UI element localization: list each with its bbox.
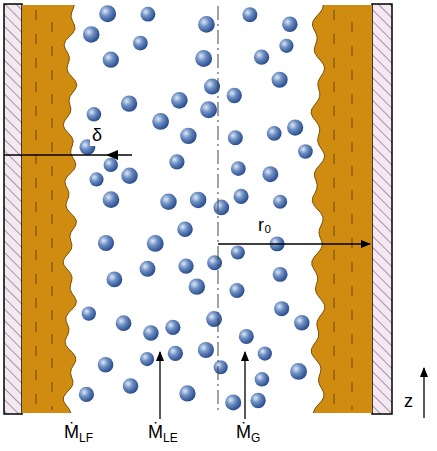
droplet [231,245,245,259]
droplet [178,258,193,273]
droplet [123,378,139,394]
droplet [79,387,94,402]
droplet [273,195,287,209]
film-streak [36,10,37,410]
droplet [229,283,244,298]
radius-label: r₀ [256,216,273,236]
droplet [206,311,222,327]
right-wall [372,4,392,414]
droplet [207,255,222,270]
droplet [143,325,159,341]
droplet [258,346,272,360]
droplet [98,357,114,373]
gas-flow-label: ṀG [234,423,262,443]
centerline [218,6,219,412]
droplet [195,50,212,67]
droplet [141,7,156,22]
droplet [227,88,242,103]
film-thickness-label: δ [90,126,104,146]
droplet [121,95,137,111]
right-film [311,5,372,413]
droplet [213,200,229,216]
radius-dimension-line [218,243,370,244]
droplet [147,235,164,252]
droplet [89,172,103,186]
droplet [189,278,205,294]
droplet [179,385,195,401]
film-streak [52,22,53,410]
droplet [200,101,217,118]
droplet [254,50,269,65]
droplet [99,5,116,22]
gas-flow-arrow [244,352,245,419]
entrained-droplets [79,5,313,410]
droplet [242,7,257,22]
liquid-film [22,5,372,413]
droplet [171,92,188,109]
droplet [103,52,119,68]
droplet [198,16,215,33]
droplet [228,130,243,145]
left-wall [4,4,22,414]
droplet [152,113,169,130]
droplet [180,128,196,144]
right-interface [311,5,325,413]
droplet [239,329,254,344]
left-interface [63,5,77,413]
droplet [160,194,176,210]
droplet [282,17,298,33]
droplet [83,26,100,43]
droplet [287,120,303,136]
droplet [107,272,123,288]
droplet [231,161,246,176]
delta-arrowhead [106,150,118,160]
droplet [294,315,309,330]
droplet [177,221,193,237]
film-streak [334,10,335,410]
film-streak [352,22,353,410]
droplet [104,158,118,172]
film-flow-label: ṀLF [62,423,95,443]
droplet [267,126,282,141]
droplet [214,360,228,374]
droplet [272,72,288,88]
axis-arrow [423,368,424,418]
droplet [133,36,148,51]
droplet [169,154,184,169]
droplet [121,168,137,184]
droplet [279,39,293,53]
droplet [98,235,114,251]
axis-label: z [402,392,415,412]
droplet [255,372,270,387]
entrained-flow-arrow [159,352,160,419]
left-film [22,5,77,413]
droplet [87,107,101,121]
droplet [298,144,313,159]
droplet [233,189,248,204]
droplet [82,306,96,320]
droplet [165,320,180,335]
droplet [250,393,265,408]
droplet [140,352,154,366]
droplet [103,191,120,208]
droplet [274,301,289,316]
droplet [290,363,307,380]
droplet [168,346,183,361]
droplet [262,166,278,182]
droplet [198,342,214,358]
droplet [190,192,207,209]
droplet [116,315,132,331]
droplet [273,267,288,282]
droplet [140,261,156,277]
entrained-flow-label: ṀLE [146,423,180,443]
droplet [225,394,241,410]
